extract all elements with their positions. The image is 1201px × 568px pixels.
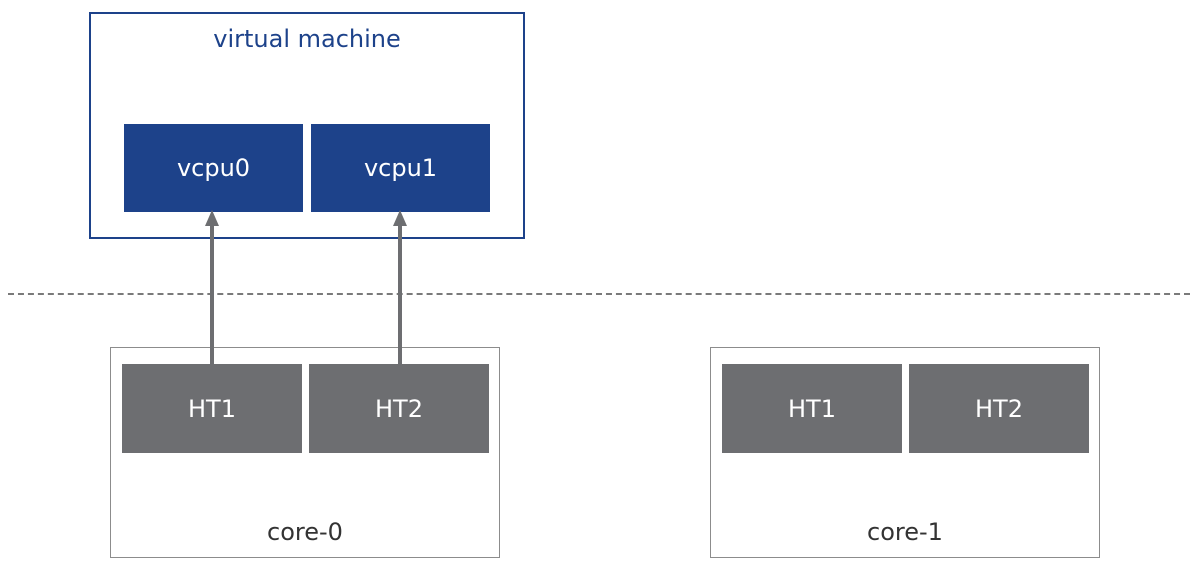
virtual-machine-title: virtual machine [213,25,401,53]
core-1-box: HT1 HT2 core-1 [710,347,1100,558]
core-1-label: core-1 [867,518,943,546]
core-1-ht1: HT1 [722,364,902,453]
core-0-box: HT1 HT2 core-0 [110,347,500,558]
core-1-ht2: HT2 [909,364,1089,453]
core-0-ht1: HT1 [122,364,302,453]
virtualization-divider [8,293,1190,295]
virtual-machine-box: virtual machine vcpu0 vcpu1 [89,12,525,239]
core-0-label: core-0 [267,518,343,546]
vcpu0-box: vcpu0 [124,124,303,212]
vcpu1-box: vcpu1 [311,124,490,212]
core-0-ht2: HT2 [309,364,489,453]
